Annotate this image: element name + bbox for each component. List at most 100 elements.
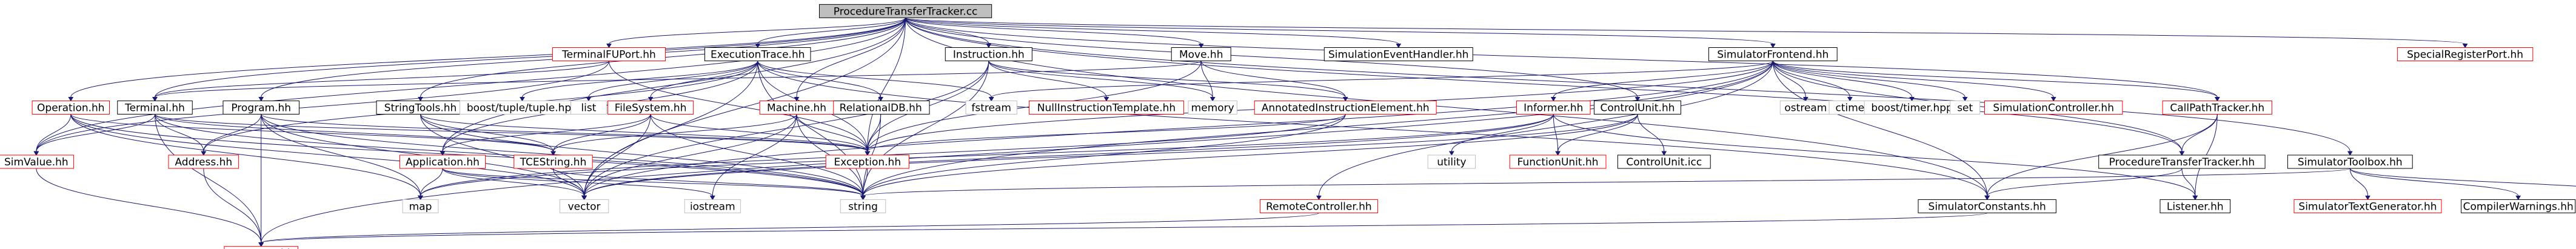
node-basetype[interactable]: BaseType.hh xyxy=(224,246,298,249)
node-tcestring[interactable]: TCEString.hh xyxy=(514,154,593,169)
node-box xyxy=(1427,154,1476,169)
edge-simfrontend-to-fstream xyxy=(991,61,1773,98)
edge-arrowhead xyxy=(440,151,446,156)
edge-executiontrace-to-simconstants xyxy=(757,61,1988,196)
node-nullinstrtemplate[interactable]: NullInstructionTemplate.hh xyxy=(1029,100,1184,115)
edge-controlunit-to-vector xyxy=(584,114,1638,196)
edge-simtoolbox-to-simtextgen xyxy=(2349,168,2368,196)
node-simvalue[interactable]: SimValue.hh xyxy=(0,154,75,169)
edge-simfrontend-to-remotecontroller xyxy=(1318,61,1773,196)
node-root[interactable]: ProcedureTransferTracker.cc xyxy=(818,4,992,18)
node-functionunit[interactable]: FunctionUnit.hh xyxy=(1509,154,1607,169)
edge-arrowhead xyxy=(201,151,207,156)
node-controlunitcc[interactable]: ControlUnit.icc xyxy=(1617,154,1711,169)
node-ostream: ostream xyxy=(1779,100,1832,115)
node-listener[interactable]: Listener.hh xyxy=(2159,199,2231,213)
edge-root-to-machine xyxy=(796,18,906,98)
node-remotecontroller[interactable]: RemoteController.hh xyxy=(1259,199,1378,213)
edge-stringtools-to-exception xyxy=(420,114,868,152)
edge-executiontrace-to-string xyxy=(757,61,863,196)
node-terminalfuport[interactable]: TerminalFUPort.hh xyxy=(552,47,666,62)
node-instruction[interactable]: Instruction.hh xyxy=(945,47,1032,62)
node-proctransfertracker[interactable]: ProcedureTransferTracker.hh xyxy=(2098,154,2266,169)
node-label: ProcedureTransferTracker.cc xyxy=(834,5,978,18)
node-box xyxy=(2293,199,2442,213)
node-label: Operation.hh xyxy=(37,102,105,114)
node-box xyxy=(704,47,811,62)
edge-program-to-address xyxy=(203,114,262,152)
node-simcontroller[interactable]: SimulationController.hh xyxy=(1984,100,2123,115)
node-label: utility xyxy=(1437,156,1466,168)
edge-simfrontend-to-callpathtracker xyxy=(1772,61,2218,98)
edge-simfrontend-to-boosttimer xyxy=(1772,61,1913,98)
node-label: string xyxy=(848,201,878,213)
node-program[interactable]: Program.hh xyxy=(222,100,299,115)
node-simfrontend[interactable]: SimulatorFrontend.hh xyxy=(1708,47,1838,62)
node-informer[interactable]: Informer.hh xyxy=(1516,100,1591,115)
node-filesystem[interactable]: FileSystem.hh xyxy=(607,100,694,115)
edge-arrowhead xyxy=(2515,195,2521,201)
edge-simconstants-to-basetype xyxy=(261,212,1988,244)
node-callpathtracker[interactable]: CallPathTracker.hh xyxy=(2162,100,2272,115)
node-box xyxy=(1029,100,1184,115)
edge-arrowhead xyxy=(2214,96,2220,102)
edge-controlunit-to-functionunit xyxy=(1557,114,1638,152)
edge-terminalfuport-to-terminal xyxy=(155,61,609,98)
node-relationaldb[interactable]: RelationalDB.hh xyxy=(831,100,930,115)
edge-root-to-executiontrace xyxy=(757,18,906,44)
node-simconstants[interactable]: SimulatorConstants.hh xyxy=(1918,199,2056,213)
node-box xyxy=(1254,100,1437,115)
node-label: FileSystem.hh xyxy=(615,102,687,114)
node-label: Move.hh xyxy=(1179,49,1223,61)
edge-simfrontend-to-string xyxy=(863,61,1773,196)
edge-filesystem-to-exception xyxy=(650,114,868,152)
node-move[interactable]: Move.hh xyxy=(1171,47,1231,62)
node-memory: memory xyxy=(1188,100,1237,115)
node-label: SpecialRegisterPort.hh xyxy=(2407,49,2523,61)
node-executiontrace[interactable]: ExecutionTrace.hh xyxy=(704,47,811,62)
node-map: map xyxy=(402,199,439,213)
node-simeventhandler[interactable]: SimulationEventHandler.hh xyxy=(1323,47,1473,62)
node-stringtools[interactable]: StringTools.hh xyxy=(376,100,465,115)
node-box xyxy=(2162,100,2272,115)
edge-machine-to-exception xyxy=(796,114,868,152)
node-label: SimulatorTextGenerator.hh xyxy=(2298,201,2437,213)
node-terminal[interactable]: Terminal.hh xyxy=(117,100,193,115)
node-operation[interactable]: Operation.hh xyxy=(32,100,110,115)
node-annotatedinstr[interactable]: AnnotatedInstructionElement.hh xyxy=(1254,100,1437,115)
node-box xyxy=(1918,199,2056,213)
node-utility: utility xyxy=(1427,154,1476,169)
node-box xyxy=(399,154,486,169)
node-application[interactable]: Application.hh xyxy=(399,154,486,169)
edge-filesystem-to-application xyxy=(442,114,651,152)
node-label: Listener.hh xyxy=(2167,201,2224,213)
node-exception[interactable]: Exception.hh xyxy=(825,154,909,169)
edge-filesystem-to-tcestring xyxy=(553,114,651,152)
edge-controlunit-to-string xyxy=(863,114,1638,196)
node-specialregport[interactable]: SpecialRegisterPort.hh xyxy=(2397,47,2534,62)
edge-informer-to-functionunit xyxy=(1553,114,1559,151)
edge-arrowhead xyxy=(1984,195,1990,201)
node-address[interactable]: Address.hh xyxy=(168,154,239,169)
edge-arrowhead xyxy=(1770,44,1776,48)
node-label: RelationalDB.hh xyxy=(840,102,922,114)
node-box xyxy=(117,100,193,115)
node-fstream: fstream xyxy=(965,100,1017,115)
node-simtoolbox[interactable]: SimulatorToolbox.hh xyxy=(2287,154,2413,169)
edge-remotecontroller-to-basetype xyxy=(261,212,1319,244)
edge-arrowhead xyxy=(2462,44,2468,48)
node-box xyxy=(1516,100,1591,115)
node-machine[interactable]: Machine.hh xyxy=(759,100,834,115)
node-box xyxy=(965,100,1017,115)
edge-arrowhead xyxy=(586,96,592,102)
edge-move-to-annotatedinstr xyxy=(1200,61,1346,98)
node-label: SimulatorToolbox.hh xyxy=(2298,156,2403,168)
edge-arrowhead xyxy=(865,151,871,156)
node-simtextgen[interactable]: SimulatorTextGenerator.hh xyxy=(2293,199,2442,213)
edge-tcestring-to-string xyxy=(553,168,863,196)
node-box xyxy=(2397,47,2534,62)
node-label: ExecutionTrace.hh xyxy=(711,49,805,61)
node-box xyxy=(825,154,909,169)
node-compilerwarnings[interactable]: CompilerWarnings.hh xyxy=(2461,199,2576,213)
node-controlunit[interactable]: ControlUnit.hh xyxy=(1593,100,1682,115)
